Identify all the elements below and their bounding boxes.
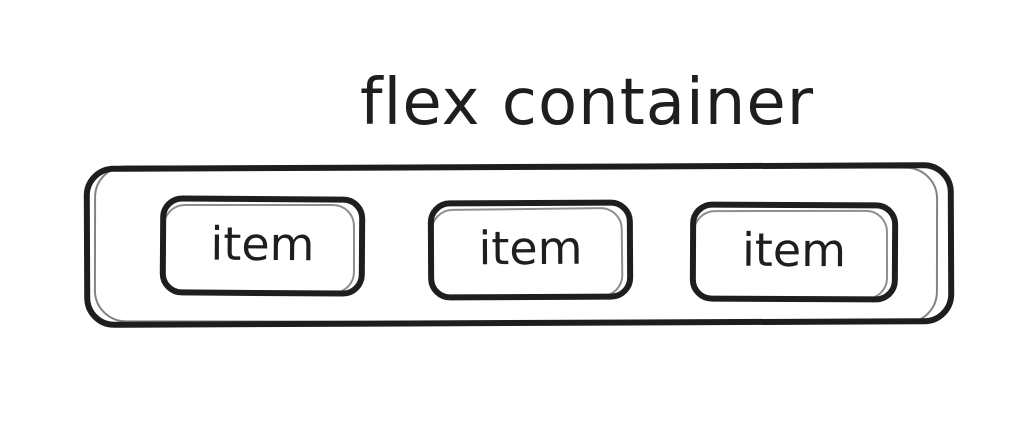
flex-item-label: item: [741, 222, 847, 278]
flex-container-title: flex container: [360, 66, 815, 140]
flex-item-3: item: [689, 201, 899, 303]
flex-item-2: item: [427, 199, 634, 301]
flex-item-label: item: [210, 216, 315, 272]
flex-item-1: item: [159, 195, 366, 297]
flex-item-label: item: [478, 220, 583, 276]
